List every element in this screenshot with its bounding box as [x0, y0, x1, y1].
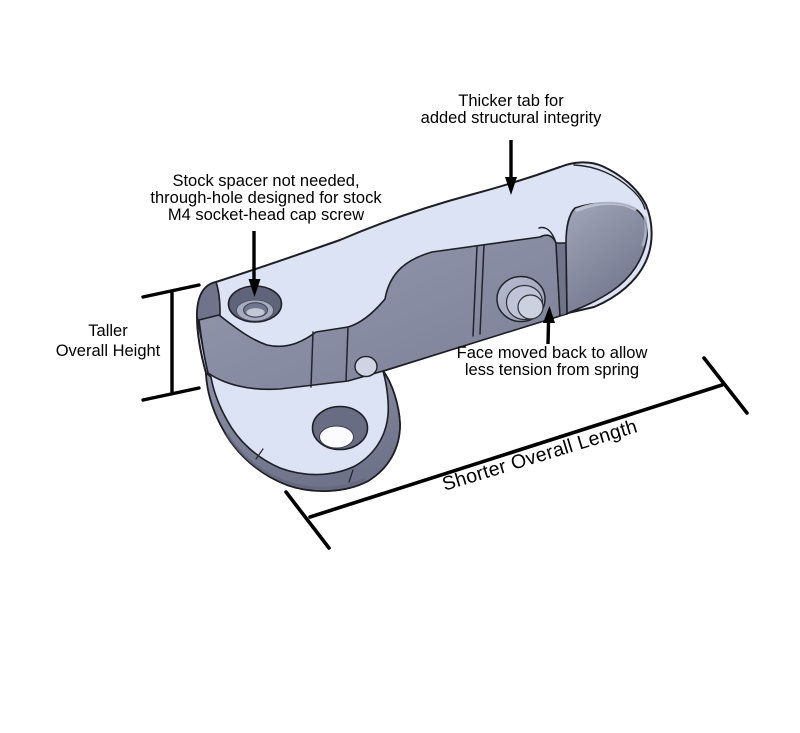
lobe-through-hole [311, 405, 369, 451]
annotation-thicker-tab: Thicker tab for added structural integri… [421, 93, 602, 127]
thicker-tab-arrow [505, 140, 517, 195]
face-moved-arrow [543, 306, 555, 345]
annotation-line: M4 socket-head cap screw [167, 206, 365, 224]
annotation-line: Stock spacer not needed, [172, 172, 360, 190]
annotation-line: Overall Height [55, 342, 161, 360]
annotation-line: less tension from spring [464, 361, 640, 379]
counterbore-hole [227, 285, 283, 323]
annotation-face-moved: Face moved back to allow less tension fr… [457, 345, 648, 379]
spring-boss [496, 275, 546, 323]
tab-fillet-highlight [575, 201, 637, 212]
tab-fillet-highlight-right [641, 216, 648, 247]
edge-lines [255, 164, 646, 483]
annotation-line: Thicker tab for [458, 92, 564, 110]
height-dimension [141, 283, 201, 402]
small-through-hole [354, 355, 378, 378]
lobe-bottom-rim [225, 433, 366, 490]
annotation-line: through-hole designed for stock [150, 189, 382, 207]
annotation-stock-spacer: Stock spacer not needed, through-hole de… [150, 173, 381, 224]
callout-arrows [248, 140, 555, 345]
length-dim-right-tick [702, 356, 749, 415]
length-dim-left-tick [284, 490, 331, 550]
annotation-taller-height: Taller Overall Height [56, 321, 161, 361]
annotation-line: Face moved back to allow [456, 344, 648, 362]
annotation-line: added structural integrity [420, 109, 602, 127]
lobe-edge-band [205, 370, 401, 492]
length-dim-line [308, 383, 724, 519]
length-dimension [284, 356, 749, 550]
height-dim-bottom-cap [141, 386, 201, 402]
annotation-line: Taller [88, 322, 128, 340]
part-front-face [198, 234, 561, 391]
stock-spacer-arrow [248, 231, 261, 297]
